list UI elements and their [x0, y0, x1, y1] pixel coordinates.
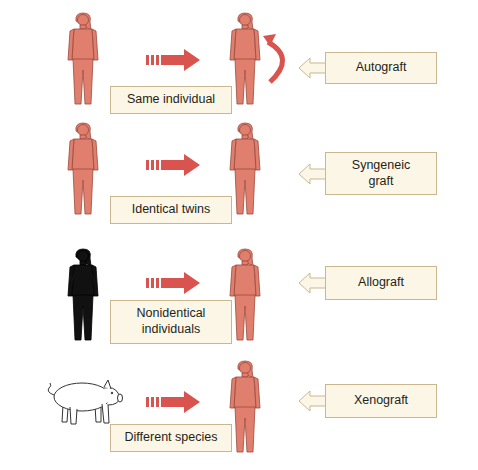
self-arrow: [268, 42, 283, 82]
node-text: Xenograft: [354, 393, 408, 409]
graft-type-callout: Allograft: [325, 266, 437, 300]
relation-label: Same individual: [110, 86, 232, 114]
node-text: Identical twins: [132, 202, 211, 218]
pig-figure: [48, 380, 122, 424]
transfer-arrow: [146, 391, 200, 413]
relation-label: Nonidentical individuals: [110, 300, 232, 344]
callout-pointer: [299, 273, 325, 293]
recipient-figure: [230, 13, 260, 104]
transfer-arrow: [146, 272, 200, 294]
node-text: Same individual: [127, 92, 215, 108]
relation-label: Identical twins: [110, 196, 232, 224]
recipient-figure: [230, 249, 260, 340]
graft-type-callout: Xenograft: [325, 384, 437, 418]
transfer-arrow: [146, 49, 200, 71]
node-text: Nonidentical individuals: [126, 306, 216, 337]
donor-silhouette: [68, 249, 98, 340]
node-text: Allograft: [358, 275, 404, 291]
node-text: Syngeneic graft: [350, 158, 412, 189]
donor-figure: [68, 123, 98, 214]
donor-figure: [68, 13, 98, 104]
transfer-arrow: [146, 154, 200, 176]
callout-pointer: [299, 164, 325, 184]
graft-type-callout: Syngeneic graft: [325, 152, 437, 195]
callout-pointer: [299, 58, 325, 78]
graft-type-callout: Autograft: [325, 52, 437, 84]
node-text: Autograft: [356, 60, 407, 76]
recipient-figure: [230, 361, 260, 452]
recipient-figure: [230, 123, 260, 214]
node-text: Different species: [125, 430, 218, 446]
callout-pointer: [299, 391, 325, 411]
relation-label: Different species: [110, 424, 232, 452]
self-arrow-head: [263, 34, 276, 46]
